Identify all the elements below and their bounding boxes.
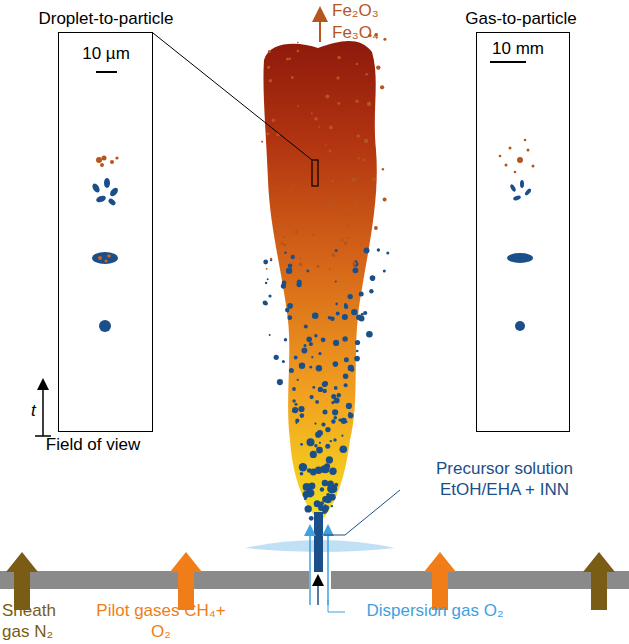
annotation-label: Dispersion gas O₂ <box>350 600 520 621</box>
annotation-label: Precursor solution EtOH/EHA + INN <box>402 458 607 500</box>
inset-box: Droplet-to-particle10 µmtField of view <box>58 32 153 432</box>
inset-label: 10 mm <box>492 39 544 59</box>
inset-label: Field of view <box>46 435 140 455</box>
annotation-label: Fe₃O₄ <box>332 22 412 43</box>
annotation-label: Sheath gas N₂ <box>2 600 66 642</box>
inset-box: Gas-to-particle10 mm <box>476 32 570 432</box>
inset-label: 10 µm <box>82 44 130 64</box>
annotation-label: Fe₂O₃ <box>332 0 412 21</box>
annotation-label: Pilot gases CH₄+ O₂ <box>96 600 226 642</box>
inset-title: Gas-to-particle <box>465 9 576 29</box>
inset-label: t <box>31 401 36 421</box>
inset-title: Droplet-to-particle <box>38 9 173 29</box>
